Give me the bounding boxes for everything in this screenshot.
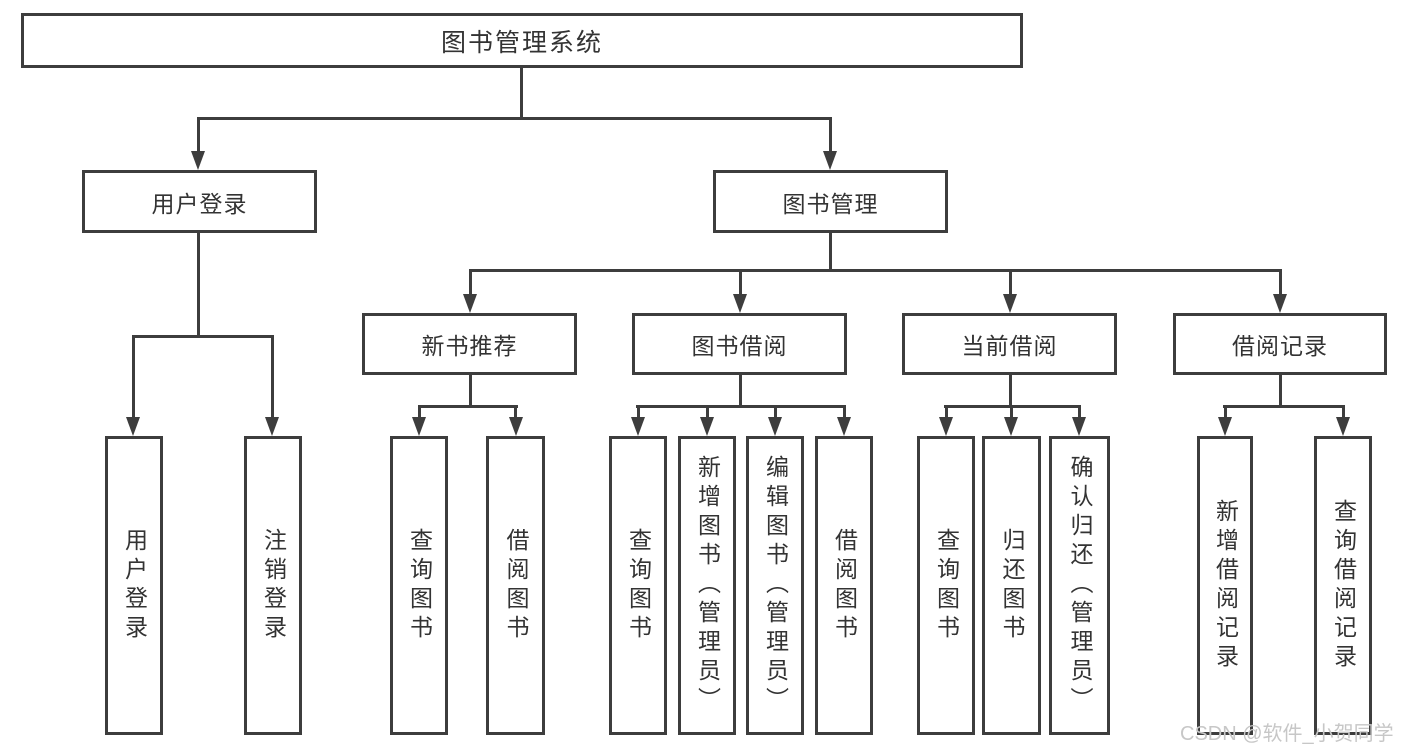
arrow-down-icon [837,417,851,436]
leaf-borrow-books-label: 借阅图书 [831,527,858,644]
connector-line [418,405,518,408]
leaf-borrow-books-recommend-label: 借阅图书 [503,527,529,644]
leaf-borrow-books: 借阅图书 [815,436,873,735]
leaf-edit-books-admin: 编辑图书（管理员） [746,436,804,735]
leaf-query-books-recommend: 查询图书 [390,436,448,735]
arrow-down-icon [126,417,140,436]
connector-line [1010,405,1013,419]
node-root-label: 图书管理系统 [440,28,603,57]
arrow-down-icon [768,417,782,436]
leaf-return-books-label: 归还图书 [999,527,1025,644]
arrow-down-icon [700,417,714,436]
node-book-borrow: 图书借阅 [632,313,847,375]
connector-line [636,405,846,408]
leaf-return-books: 归还图书 [982,436,1041,735]
node-book-management: 图书管理 [713,170,948,233]
leaf-query-books-recommend-label: 查询图书 [406,527,433,644]
connector-line [1009,269,1012,296]
connector-line [469,375,472,407]
connector-line [132,335,274,338]
leaf-query-books-borrow: 查询图书 [609,436,667,735]
node-borrow-record-label: 借阅记录 [1232,333,1328,359]
leaf-confirm-return-admin: 确认归还（管理员） [1049,436,1110,735]
connector-line [197,233,200,337]
connector-line [418,405,421,419]
connector-line [197,117,832,120]
arrow-down-icon [733,294,747,313]
leaf-logout: 注销登录 [244,436,302,735]
connector-line [1224,405,1227,419]
arrow-down-icon [463,294,477,313]
node-user-login-label: 用户登录 [151,190,248,217]
connector-line [829,233,832,271]
connector-line [706,405,709,419]
connector-line [739,375,742,407]
connector-line [829,117,832,153]
leaf-add-books-admin: 新增图书（管理员） [678,436,736,735]
arrow-down-icon [1004,417,1018,436]
connector-line [774,405,777,419]
leaf-borrow-books-recommend: 借阅图书 [486,436,545,735]
connector-line [1223,405,1345,408]
connector-line [1078,405,1081,419]
arrow-down-icon [1273,294,1287,313]
connector-line [520,68,523,118]
arrow-down-icon [509,417,523,436]
connector-line [1009,373,1012,407]
leaf-query-books-current-label: 查询图书 [933,527,960,644]
node-current-borrow: 当前借阅 [902,313,1117,375]
arrow-down-icon [1003,294,1017,313]
leaf-add-borrow-record: 新增借阅记录 [1197,436,1253,735]
arrow-down-icon [631,417,645,436]
node-book-management-label: 图书管理 [782,190,879,217]
leaf-edit-books-admin-label: 编辑图书（管理员） [762,455,789,716]
leaf-user-login-label: 用户登录 [121,527,148,644]
connector-line [1279,269,1282,296]
leaf-query-borrow-record-label: 查询借阅记录 [1330,498,1357,673]
connector-line [1342,405,1345,419]
node-borrow-record: 借阅记录 [1173,313,1387,375]
connector-line [469,269,1282,272]
connector-line [739,269,742,296]
arrow-down-icon [823,151,837,170]
arrow-down-icon [1336,417,1350,436]
node-current-borrow-label: 当前借阅 [961,333,1058,359]
leaf-add-borrow-record-label: 新增借阅记录 [1212,498,1239,673]
arrow-down-icon [265,417,279,436]
connector-line [271,335,274,419]
leaf-add-books-admin-label: 新增图书（管理员） [694,455,721,716]
connector-line [1279,375,1282,407]
leaf-confirm-return-admin-label: 确认归还（管理员） [1067,455,1093,716]
csdn-watermark: CSDN @软件_小贺同学 [1180,723,1394,745]
connector-line [469,269,472,296]
connector-line [637,405,640,419]
leaf-query-borrow-record: 查询借阅记录 [1314,436,1372,735]
leaf-query-books-borrow-label: 查询图书 [625,527,652,644]
node-new-book-recommend: 新书推荐 [362,313,577,375]
node-book-borrow-label: 图书借阅 [691,333,788,359]
leaf-query-books-current: 查询图书 [917,436,975,735]
connector-line [843,405,846,419]
arrow-down-icon [1072,417,1086,436]
connector-line [197,117,200,153]
arrow-down-icon [1218,417,1232,436]
node-new-book-recommend-label: 新书推荐 [421,333,518,359]
arrow-down-icon [412,417,426,436]
arrow-down-icon [939,417,953,436]
node-user-login: 用户登录 [82,170,317,233]
connector-line [945,405,948,419]
leaf-user-login: 用户登录 [105,436,163,735]
leaf-logout-label: 注销登录 [260,527,287,644]
node-root: 图书管理系统 [21,13,1023,68]
connector-line [132,335,135,419]
connector-line [514,405,517,419]
arrow-down-icon [191,151,205,170]
